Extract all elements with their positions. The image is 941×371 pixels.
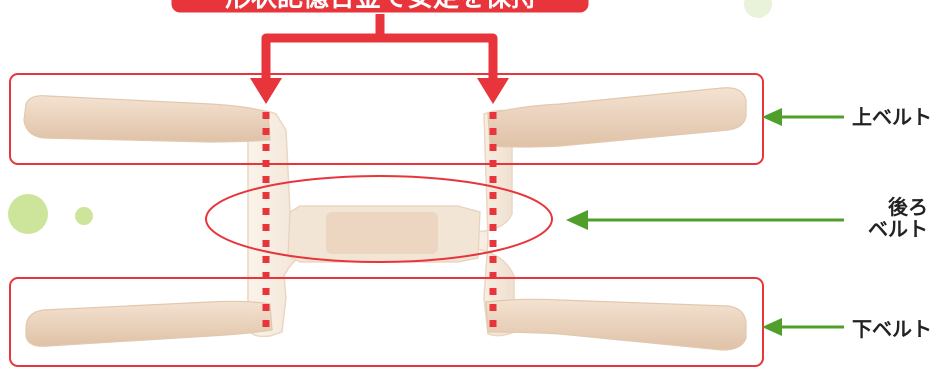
back-belt-highlight [205,175,553,263]
upper-belt-right [487,87,747,148]
lower-belt-label: 下ベルト [852,317,932,341]
banner-title: 形状記憶合金で安定を保持 [172,0,590,12]
upper-belt-arrow [762,108,844,126]
upper-belt-label: 上ベルト [852,105,932,129]
upper-belt-highlight [9,73,764,165]
back-belt-arrow [566,210,844,230]
lower-belt-right [485,298,747,351]
decor-dots [8,0,772,234]
lower-belt-arrow [762,318,844,336]
back-belt-label-line1: 後ろ [888,195,928,219]
decor-dot-small [75,207,93,225]
back-belt-label: 後ろ ベルト [860,196,928,240]
arrow-head-left [250,78,282,104]
brace-frame [247,109,515,338]
lower-belt-left [25,300,273,347]
arrow-head-right [477,78,509,104]
upper-belt-left [23,95,271,143]
lower-belt-highlight [9,277,764,367]
bracket-arrow [261,14,498,82]
back-belt-label-line2: ベルト [868,217,928,241]
decor-dot-top [744,0,772,18]
decor-dot-large [8,194,48,234]
